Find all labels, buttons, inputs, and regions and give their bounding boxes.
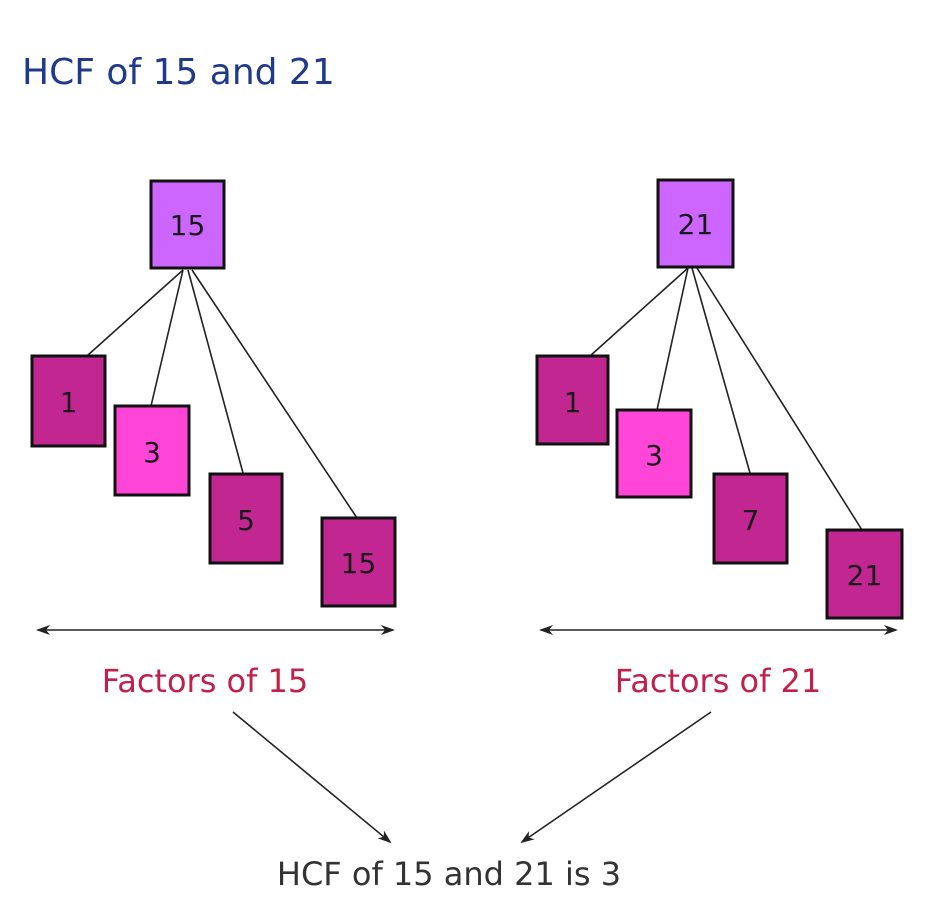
right-connector-7 bbox=[691, 267, 751, 474]
page-title: HCF of 15 and 21 bbox=[22, 52, 335, 93]
right-root-node: 21 bbox=[656, 178, 735, 269]
left-result-arrow bbox=[232, 711, 392, 844]
left-factor-label-5: 5 bbox=[237, 504, 255, 537]
right-factor-label-21: 21 bbox=[847, 559, 883, 592]
right-factor-node-21: 21 bbox=[825, 528, 904, 620]
left-factor-label-3: 3 bbox=[143, 436, 161, 469]
right-root-label: 21 bbox=[678, 208, 714, 241]
left-factor-node-3: 3 bbox=[113, 404, 191, 497]
right-factor-node-1: 1 bbox=[535, 354, 610, 446]
result-text: HCF of 15 and 21 is 3 bbox=[277, 855, 621, 893]
left-factor-node-15: 15 bbox=[320, 516, 397, 608]
right-factor-node-3: 3 bbox=[615, 408, 693, 499]
left-root-label: 15 bbox=[170, 209, 206, 242]
left-factor-label-15: 15 bbox=[341, 547, 377, 580]
right-factor-node-7: 7 bbox=[712, 472, 789, 565]
left-connector-1 bbox=[87, 269, 184, 356]
left-root-node: 15 bbox=[149, 179, 226, 270]
right-connector-3 bbox=[656, 267, 689, 411]
left-tree-connectors bbox=[87, 269, 358, 519]
left-connector-15 bbox=[191, 269, 358, 519]
left-factor-label-1: 1 bbox=[60, 386, 78, 419]
right-result-arrow bbox=[520, 711, 712, 844]
right-tree-connectors bbox=[589, 267, 863, 531]
left-connector-5 bbox=[187, 269, 244, 474]
right-connector-1 bbox=[589, 267, 689, 357]
left-factor-node-5: 5 bbox=[208, 472, 284, 565]
right-connector-21 bbox=[696, 267, 863, 531]
right-factor-label-3: 3 bbox=[645, 439, 663, 472]
right-factor-label-1: 1 bbox=[564, 386, 582, 419]
right-factors-caption: Factors of 21 bbox=[615, 662, 822, 700]
left-factors-caption: Factors of 15 bbox=[102, 662, 309, 700]
left-connector-3 bbox=[150, 269, 184, 407]
left-factor-node-1: 1 bbox=[30, 354, 107, 448]
right-factor-label-7: 7 bbox=[742, 504, 760, 537]
